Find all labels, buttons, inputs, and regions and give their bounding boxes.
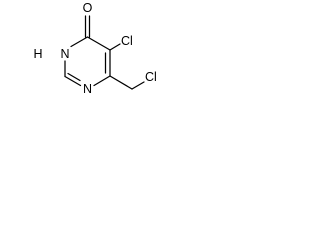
structure-diagram: O Cl H N N Cl [33, 1, 156, 96]
bonds [64, 15, 145, 90]
atom-label-n-h-h: H [33, 47, 42, 61]
atom-labels: O Cl H N N Cl [33, 1, 156, 96]
atom-label-n-bottom: N [83, 82, 92, 96]
bond-n1-c2-inner [67, 72, 81, 82]
bond-ch2-cl [131, 81, 145, 90]
bond-c6-ch2 [109, 75, 133, 90]
atom-label-o: O [83, 1, 93, 15]
bond-n1-c2-outer [64, 75, 82, 87]
bond-c4-c5 [86, 36, 111, 51]
atom-label-cl-ring: Cl [121, 34, 133, 48]
bond-c5-cl [109, 43, 121, 51]
bond-n3-c4 [70, 36, 89, 48]
bond-c6-n1 [93, 75, 111, 87]
atom-label-n-h-n: N [60, 47, 69, 61]
atom-label-cl-side: Cl [145, 70, 157, 84]
